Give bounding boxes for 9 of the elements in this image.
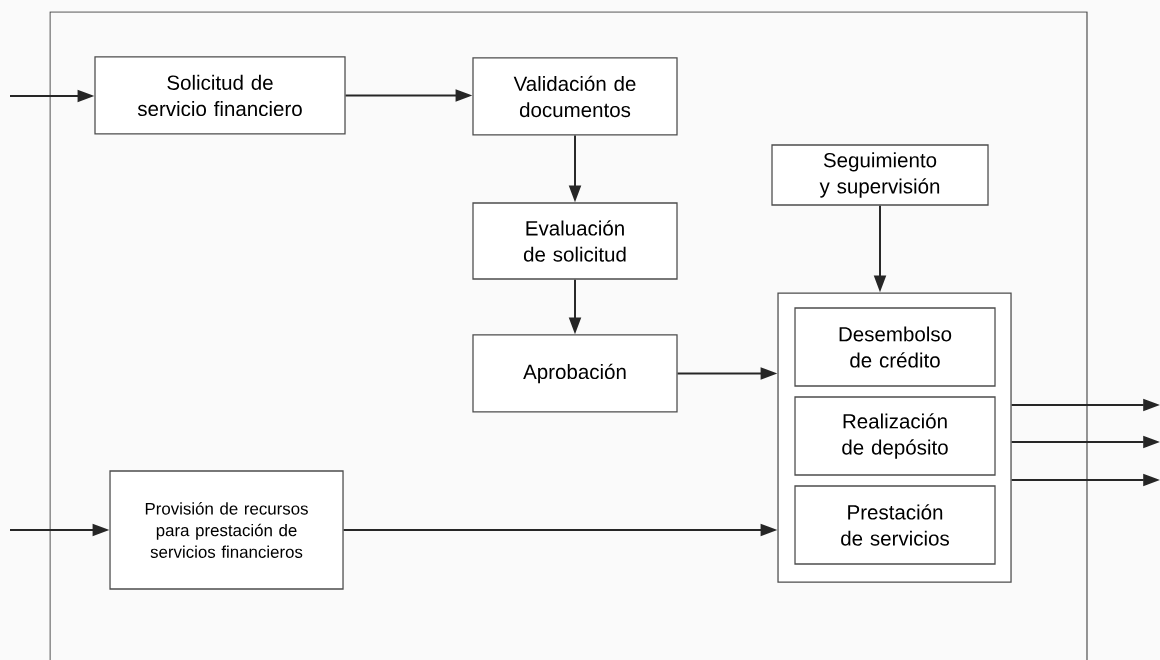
process-box: Evaluación de solicitud <box>472 202 678 280</box>
process-box: Realización de depósito <box>794 396 996 476</box>
process-box: Aprobación <box>472 334 678 413</box>
process-box: Provisión de recursos para prestación de servicios financieros <box>109 470 344 590</box>
process-box: Solicitud de servicio financiero <box>94 56 346 135</box>
process-box: Seguimiento y supervisión <box>771 144 989 206</box>
process-box: Validación de documentos <box>472 57 678 136</box>
process-box: Desembolso de crédito <box>794 307 996 387</box>
process-box: Prestación de servicios <box>794 485 996 565</box>
